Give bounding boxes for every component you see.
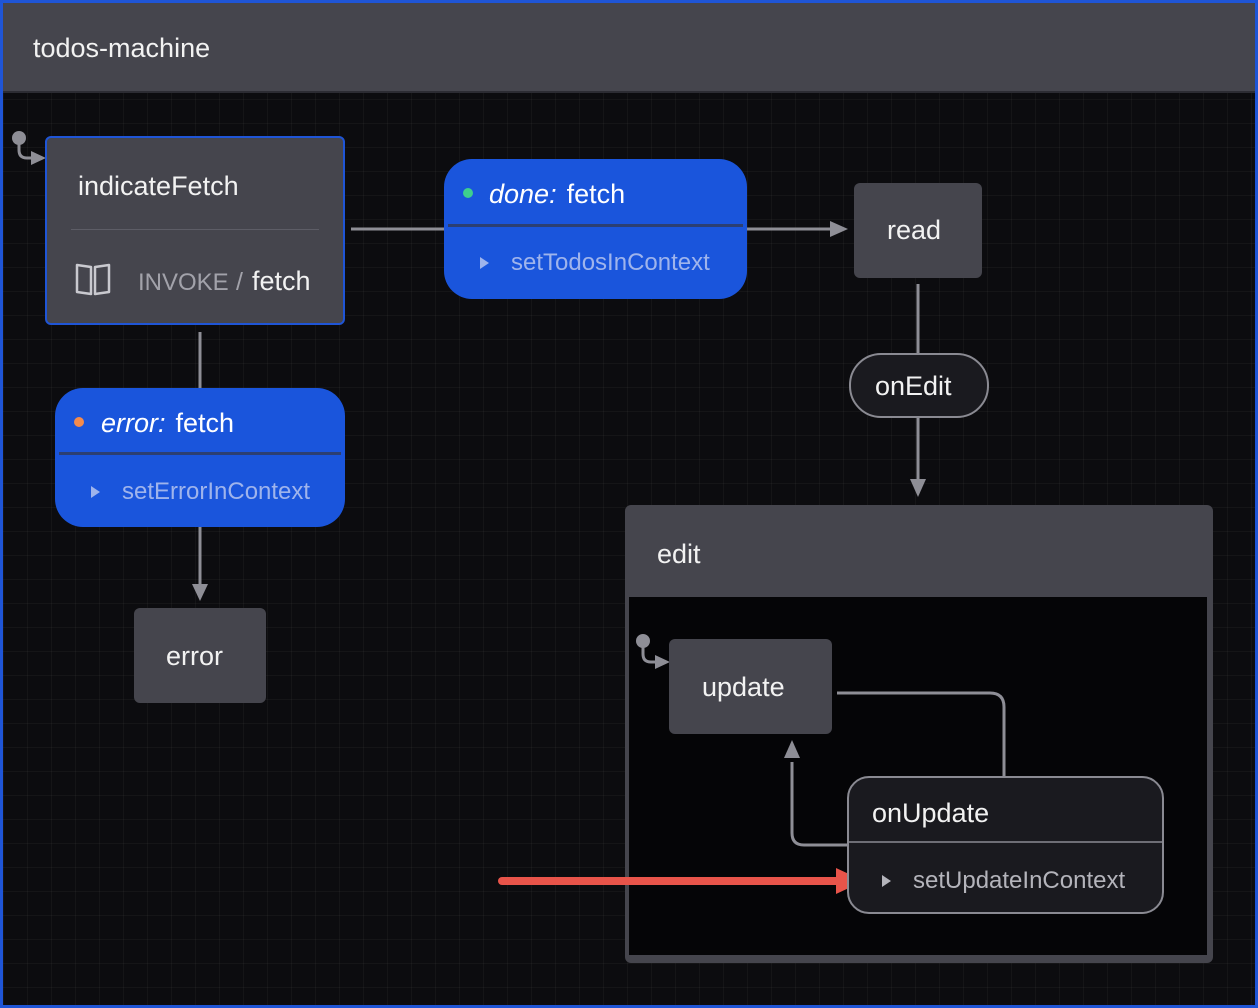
action-play-icon [480, 257, 489, 269]
invoke-keyword: INVOKE [138, 269, 229, 296]
state-indicate-fetch[interactable]: indicateFetch INVOKE / fetch [45, 136, 345, 325]
state-update-label: update [702, 672, 785, 702]
invoke-src: fetch [252, 266, 311, 296]
transition-action: setUpdateInContext [913, 867, 1126, 894]
transition-event: fetch [175, 408, 235, 438]
wire-update-to-onupdate [837, 691, 1006, 777]
machine-header: todos-machine [3, 3, 1255, 93]
state-indicate-fetch-label: indicateFetch [78, 171, 239, 201]
state-edit-label: edit [657, 539, 701, 569]
done-status-dot [463, 188, 473, 198]
initial-marker-root [17, 138, 38, 160]
action-play-icon [91, 486, 100, 498]
state-error-label: error [166, 641, 224, 671]
transition-event: fetch [566, 179, 626, 209]
state-read[interactable]: read [854, 183, 982, 278]
transition-done-fetch-title: done: fetch [489, 179, 625, 210]
machine-title: todos-machine [33, 33, 211, 63]
state-read-label: read [887, 215, 942, 245]
transition-kind: done: [489, 179, 557, 209]
book-icon [75, 263, 111, 296]
transition-on-edit-label: onEdit [875, 371, 952, 401]
invoke-separator: / [236, 268, 243, 296]
transition-on-edit[interactable]: onEdit [849, 353, 989, 418]
transition-on-update[interactable]: onUpdate setUpdateInContext [847, 776, 1164, 914]
transition-divider [59, 452, 341, 455]
error-status-dot [74, 417, 84, 427]
transition-done-fetch[interactable]: done: fetch setTodosInContext [444, 159, 747, 299]
action-play-icon [882, 875, 891, 887]
transition-error-fetch[interactable]: error: fetch setErrorInContext [55, 388, 345, 527]
wire-onupdate-to-update [790, 762, 849, 847]
transition-divider [448, 224, 743, 227]
initial-marker-edit [641, 642, 660, 664]
transition-divider [849, 841, 1162, 843]
transition-kind: error: [101, 408, 166, 438]
state-update[interactable]: update [669, 639, 832, 734]
state-divider [71, 229, 319, 230]
transition-error-fetch-title: error: fetch [101, 408, 234, 439]
transition-action: setErrorInContext [122, 478, 311, 505]
state-error[interactable]: error [134, 608, 266, 703]
transition-on-update-label: onUpdate [872, 798, 990, 828]
transition-action: setTodosInContext [511, 249, 710, 276]
